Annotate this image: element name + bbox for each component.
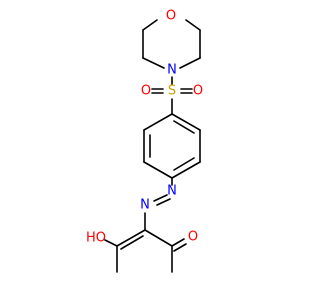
atom-azo-nitrogen-upper: N	[167, 184, 177, 199]
bond-n-c3	[179, 57, 201, 69]
ketone-double-bond	[171, 238, 187, 252]
atom-morpholine-nitrogen: N	[167, 63, 177, 78]
molecule-structure-diagram: O N S O O N N HO O	[86, 9, 203, 273]
ketone-bond-b	[173, 243, 187, 252]
atom-sulfonyl-oxygen-right: O	[193, 84, 203, 99]
atom-hydroxyl: HO	[86, 231, 106, 246]
azo-bond-a	[153, 194, 168, 202]
benzene-ring	[143, 113, 201, 179]
bond-c4-o	[185, 19, 201, 31]
ring-double-2	[173, 157, 195, 171]
sulfonyl-bonds	[151, 88, 193, 94]
atom-ketone-oxygen: O	[188, 230, 198, 245]
ring-bond-1	[171, 113, 201, 131]
ring-bond-6	[143, 113, 173, 131]
bond-c-carbonyl	[144, 229, 173, 247]
atom-azo-nitrogen-lower: N	[140, 198, 150, 213]
ring-bond-4	[143, 161, 173, 179]
atom-sulfonyl-sulfur: S	[168, 84, 176, 99]
enol-bond-b	[120, 235, 144, 250]
ketone-bond-a	[171, 238, 185, 247]
atom-morpholine-oxygen: O	[166, 9, 176, 24]
azo-bond-b	[156, 198, 171, 206]
bond-c-oh	[104, 239, 118, 247]
ring-bond-3	[171, 161, 201, 179]
morpholine-ring	[142, 19, 201, 69]
enol-double-bond	[116, 229, 146, 250]
atom-sulfonyl-oxygen-left: O	[141, 84, 151, 99]
bond-c2-n	[142, 57, 165, 69]
azo-bond	[153, 194, 171, 206]
ring-double-1	[173, 120, 195, 134]
enol-bond-a	[116, 229, 146, 247]
bond-o-c1	[142, 19, 158, 31]
